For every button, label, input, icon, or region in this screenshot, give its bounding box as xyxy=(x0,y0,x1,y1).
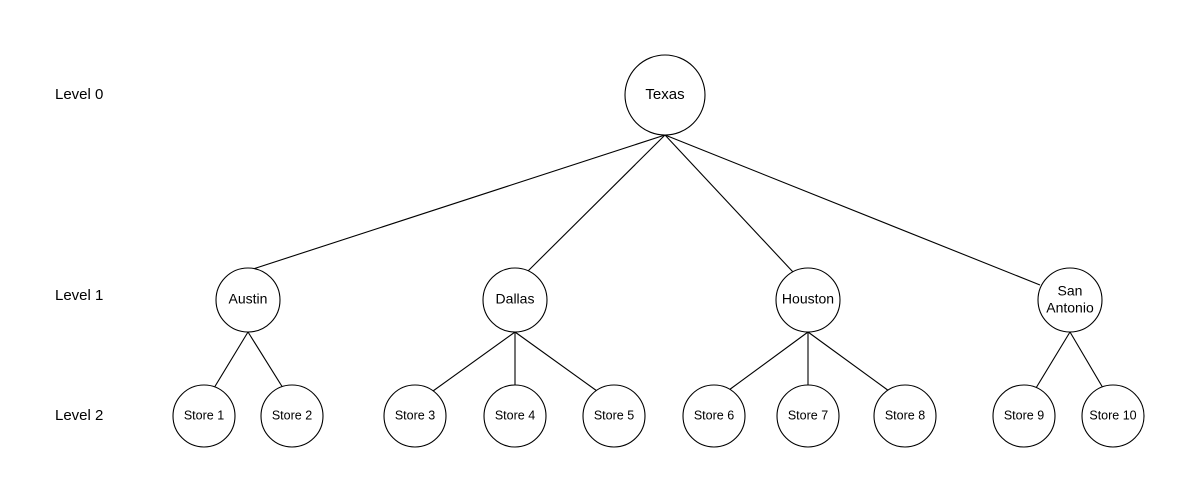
tree-node-level1-label-line1: San xyxy=(1058,282,1083,298)
tree-node-level2-circle[interactable] xyxy=(682,384,746,448)
tree-node-root-label: Texas xyxy=(645,86,684,103)
tree-node-level1-label: Houston xyxy=(782,291,834,307)
tree-node-level2-label: Store 1 xyxy=(184,408,224,422)
edges-group xyxy=(213,134,1104,392)
level-labels-group: Level 0 Level 1 Level 2 xyxy=(55,86,103,424)
tree-node-level1-circle[interactable] xyxy=(1037,267,1103,333)
tree-node-level1[interactable]: Dallas xyxy=(482,267,548,333)
tree-node-level2[interactable]: Store 2 xyxy=(260,384,324,448)
tree-node-level2[interactable]: Store 8 xyxy=(873,384,937,448)
tree-edge xyxy=(807,331,890,392)
tree-node-level2[interactable]: Store 9 xyxy=(992,384,1056,448)
tree-edge xyxy=(247,331,284,389)
tree-edge xyxy=(527,134,666,272)
level-label: Level 0 xyxy=(55,86,103,103)
tree-node-level1-label: Dallas xyxy=(496,291,535,307)
tree-node-level2[interactable]: Store 3 xyxy=(383,384,447,448)
tree-node-level1-label: Austin xyxy=(229,291,268,307)
tree-edge xyxy=(1069,331,1104,389)
tree-node-level2-label: Store 8 xyxy=(885,408,925,422)
level-label: Level 1 xyxy=(55,287,103,304)
tree-node-level2-label: Store 6 xyxy=(694,408,734,422)
tree-node-root-circle[interactable] xyxy=(624,54,706,136)
tree-node-level2-label: Store 10 xyxy=(1089,408,1136,422)
tree-node-level1-label-line2: Antonio xyxy=(1046,299,1094,315)
tree-edge xyxy=(664,134,1041,286)
tree-node-level2[interactable]: Store 7 xyxy=(776,384,840,448)
tree-node-level2-label: Store 4 xyxy=(495,408,535,422)
tree-node-level2-circle[interactable] xyxy=(992,384,1056,448)
tree-node-level2[interactable]: Store 6 xyxy=(682,384,746,448)
tree-node-level1[interactable]: Houston xyxy=(775,267,841,333)
tree-node-level2-circle[interactable] xyxy=(776,384,840,448)
tree-node-level2-circle[interactable] xyxy=(172,384,236,448)
tree-node-level2[interactable]: Store 4 xyxy=(483,384,547,448)
tree-node-level2[interactable]: Store 1 xyxy=(172,384,236,448)
tree-node-level2-circle[interactable] xyxy=(260,384,324,448)
tree-edge xyxy=(664,134,794,273)
tree-edge xyxy=(213,331,249,389)
tree-node-level2-label: Store 7 xyxy=(788,408,828,422)
tree-edge xyxy=(432,331,516,392)
tree-edge xyxy=(1035,331,1071,389)
level-label: Level 2 xyxy=(55,407,103,424)
tree-node-level2-circle[interactable] xyxy=(582,384,646,448)
tree-edge xyxy=(252,134,666,270)
tree-edge xyxy=(728,331,809,391)
tree-node-level2[interactable]: Store 5 xyxy=(582,384,646,448)
tree-node-level1-circle[interactable] xyxy=(215,267,281,333)
tree-edge xyxy=(514,331,598,392)
tree-node-level2-circle[interactable] xyxy=(383,384,447,448)
tree-node-root[interactable]: Texas xyxy=(624,54,706,136)
tree-node-level2[interactable]: Store 10 xyxy=(1081,384,1145,448)
tree-node-level2-circle[interactable] xyxy=(1081,384,1145,448)
tree-node-level2-label: Store 5 xyxy=(594,408,634,422)
tree-node-level2-label: Store 3 xyxy=(395,408,435,422)
tree-node-level2-label: Store 2 xyxy=(272,408,312,422)
tree-node-level2-circle[interactable] xyxy=(483,384,547,448)
tree-node-level2-label: Store 9 xyxy=(1004,408,1044,422)
tree-node-level1-circle[interactable] xyxy=(775,267,841,333)
tree-node-level1-circle[interactable] xyxy=(482,267,548,333)
tree-node-level2-circle[interactable] xyxy=(873,384,937,448)
tree-node-level1[interactable]: Austin xyxy=(215,267,281,333)
